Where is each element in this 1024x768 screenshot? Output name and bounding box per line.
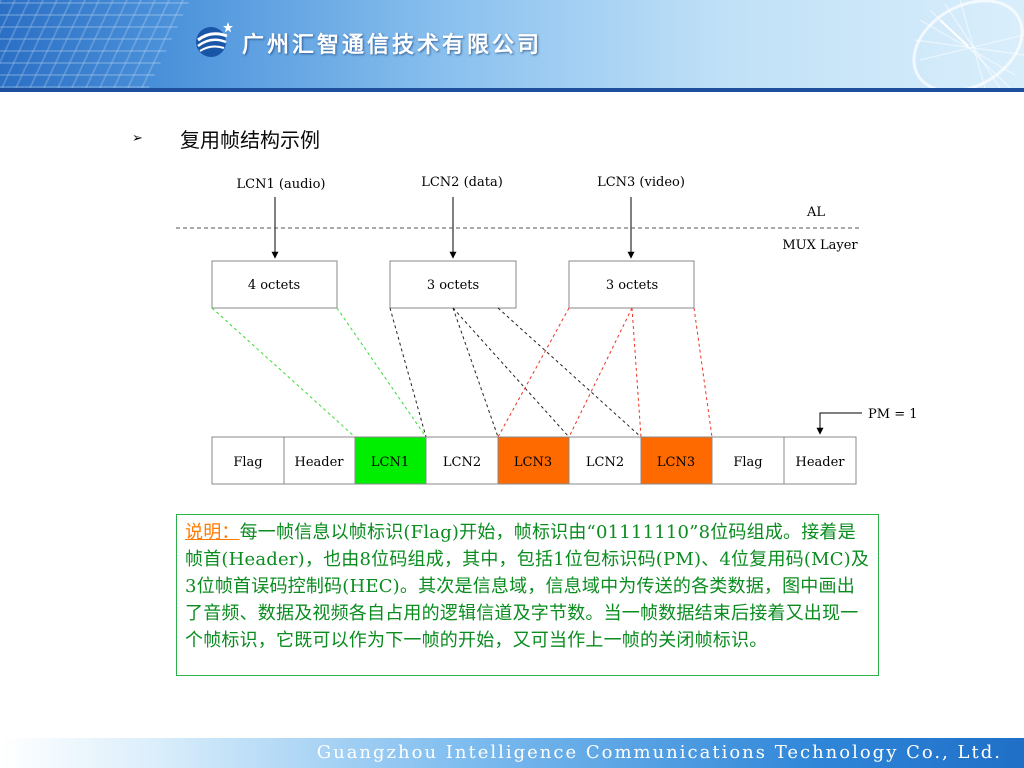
lcn1-map-line-right xyxy=(336,307,427,438)
section-title: 复用帧结构示例 xyxy=(180,128,320,152)
frame-cell-label: Flag xyxy=(233,455,262,470)
lcn3-map-line-b xyxy=(568,307,633,438)
frame-cell xyxy=(783,436,857,485)
lcn1-map-line-left xyxy=(211,307,356,438)
lcn1-channel-label: LCN1 (audio) xyxy=(237,177,326,192)
lcn3-octets-label: 3 octets xyxy=(606,278,658,293)
lcn2-octets-label: 3 octets xyxy=(427,278,479,293)
frame-row: Flag Header LCN1 LCN2 LCN3 LCN2 LCN3 Fla… xyxy=(211,436,857,485)
lcn3-map-line-c xyxy=(631,307,642,438)
frame-cell xyxy=(711,436,785,485)
frame-cell xyxy=(640,436,713,485)
lcn2-map-line-a xyxy=(389,307,427,438)
lcn3-octets-box xyxy=(568,260,695,309)
pm-label: PM = 1 xyxy=(868,407,918,422)
footer-company-english: Guangzhou Intelligence Communications Te… xyxy=(316,742,1002,763)
frame-cell-label: Header xyxy=(294,455,344,470)
frame-cell-label: LCN2 xyxy=(586,455,624,470)
frame-cell xyxy=(211,436,285,485)
frame-cell-label: LCN3 xyxy=(514,455,552,470)
frame-cell-label: LCN2 xyxy=(443,455,481,470)
lcn3-channel-label: LCN3 (video) xyxy=(597,175,685,190)
pm-pointer-arrow xyxy=(816,412,862,435)
globe-swoosh-star-logo xyxy=(196,22,233,57)
lcn3-map-line-d xyxy=(693,307,713,438)
lcn2-octets-box xyxy=(389,260,517,309)
footer-bar: Guangzhou Intelligence Communications Te… xyxy=(0,738,1024,768)
header-rule xyxy=(0,88,1024,92)
lcn3-map-line-a xyxy=(497,307,570,438)
lcn2-channel-label: LCN2 (data) xyxy=(421,175,503,190)
header-banner: 广州汇智通信技术有限公司 xyxy=(0,0,1024,90)
lcn1-octets-label: 4 octets xyxy=(248,278,300,293)
explanation-box: 说明：每一帧信息以帧标识(Flag)开始，帧标识由“01111110”8位码组成… xyxy=(176,514,879,676)
al-layer-label: AL xyxy=(806,205,825,220)
mux-layer-label: MUX Layer xyxy=(782,238,858,253)
lcn2-map-line-c xyxy=(452,307,570,438)
frame-cell xyxy=(568,436,642,485)
frame-cell-label: LCN1 xyxy=(371,455,409,470)
company-name: 广州汇智通信技术有限公司 xyxy=(242,33,543,58)
lcn2-map-line-d xyxy=(497,307,642,438)
frame-cell-label: LCN3 xyxy=(657,455,695,470)
frame-cell-label: Flag xyxy=(733,455,762,470)
frame-cell-label: Header xyxy=(795,455,845,470)
lcn1-octets-box xyxy=(211,260,338,309)
bullet-arrow-icon: ➢ xyxy=(132,131,143,146)
frame-cell xyxy=(497,436,570,485)
lcn2-map-line-b xyxy=(452,307,499,438)
satellite-dish-icon xyxy=(912,0,1024,88)
explanation-lead: 说明： xyxy=(185,522,240,543)
explanation-text: 说明：每一帧信息以帧标识(Flag)开始，帧标识由“01111110”8位码组成… xyxy=(185,519,870,654)
explanation-body: 每一帧信息以帧标识(Flag)开始，帧标识由“01111110”8位码组成。接着… xyxy=(185,522,870,651)
